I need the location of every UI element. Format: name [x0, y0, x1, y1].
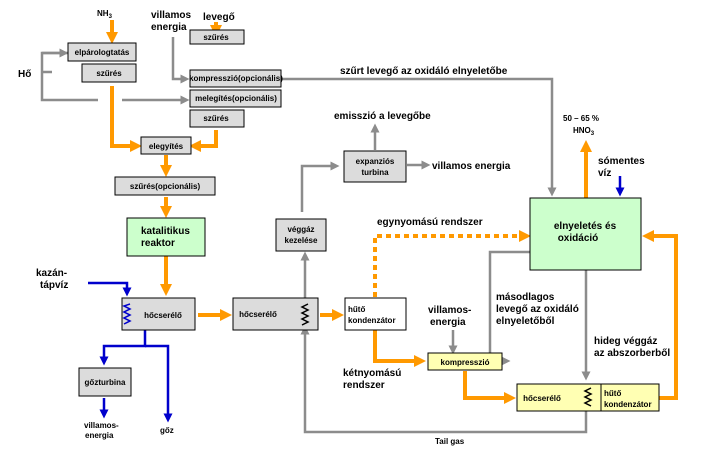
szures-3-label: szűrés: [203, 114, 229, 123]
villamos-komp-1: villamos-: [428, 305, 471, 316]
elnyeletes-label: elnyeletés és: [554, 221, 617, 232]
condenser-to-kompresszio: [373, 330, 426, 367]
hocserelo-2-label: hőcserélő: [239, 310, 277, 319]
villamos-komp-2: energia: [430, 317, 466, 328]
kondenzator-1-label: kondenzátor: [348, 316, 396, 325]
nh3-label: NH3: [97, 9, 113, 20]
villamos-goz-1: villamos-: [84, 421, 119, 430]
emisszio-label: emisszió a levegőbe: [334, 111, 431, 122]
box-hocserelo-2: hőcserélő: [232, 297, 319, 331]
elegyites-label: elegyítés: [149, 142, 184, 151]
gozturbina-label: gőzturbina: [85, 378, 126, 387]
tapviz-label: tápvíz: [40, 280, 68, 291]
expanzios-label: expanziós: [356, 157, 395, 166]
box-szures-nh3: szűrés: [81, 63, 137, 83]
ketnyomasu-2: rendszer: [343, 380, 385, 391]
huto-1-label: hűtő: [348, 305, 365, 314]
huto-2-label: hűtő: [604, 389, 621, 398]
ketnyomasu-1: kétnyomású: [343, 368, 401, 379]
box-elnyeletes-oxidacio: elnyeletés és oxidáció: [529, 197, 642, 271]
box-expanzios-turbina: expanziós turbina: [343, 150, 407, 183]
oxidacio-label: oxidáció: [558, 233, 599, 244]
box-szures-opc: szűrés(opcionális): [114, 176, 216, 196]
masodlagos-label-3: elnyeletőből: [496, 316, 555, 327]
villamos-goz-2: energia: [85, 431, 114, 440]
box-melegites-opc: melegítés(opcionális): [189, 89, 282, 108]
hideg-veggaz-1: hideg véggáz: [594, 336, 657, 347]
veggaz-label: véggáz: [287, 225, 314, 234]
box-veggaz-kezelese: véggáz kezelése: [275, 218, 327, 252]
turbine-power-label: villamos energia: [432, 161, 511, 172]
water-flow-lines: [88, 176, 625, 423]
masodlagos-label-2: levegő az oxidáló: [496, 304, 579, 315]
box-kompresszio-opc: kompresszió(opcionális): [189, 69, 283, 88]
szures-opc-label: szűrés(opcionális): [130, 182, 201, 191]
box-huto-kondenzator-2: hűtő kondenzátor: [600, 383, 660, 412]
coil-icon: [122, 303, 132, 325]
box-elegyites: elegyítés: [140, 136, 192, 155]
filtered-air-line: [281, 77, 557, 197]
melegites-opc-label: melegítés(opcionális): [195, 94, 277, 103]
condenser2-to-absorber: [642, 230, 678, 400]
single-pressure-line: [373, 230, 531, 297]
szures-air-label: szűrés: [203, 33, 229, 42]
kompresszio-2-label: kompresszió: [441, 358, 490, 367]
coil-icon: [583, 387, 593, 407]
nh3-to-elegyites: [110, 86, 142, 152]
box-hocserelo-1: hőcserélő: [121, 297, 196, 331]
tailgas-to-turbine: [300, 161, 340, 212]
szurt-levego-label: szűrt levegő az oxidáló elnyeletőbe: [340, 66, 508, 77]
hocserelo-3-label: hőcserélő: [523, 394, 561, 403]
hideg-veggaz-2: az abszorberből: [594, 348, 670, 359]
box-gozturbina: gőzturbina: [78, 367, 132, 397]
hno3-label: HNO3: [573, 126, 595, 137]
box-szures-3: szűrés: [189, 109, 245, 128]
viz-label: víz: [598, 168, 611, 179]
egynyomasu-label: egynyomású rendszer: [377, 217, 483, 228]
coil-icon: [300, 303, 310, 326]
tail-gas-return: [300, 325, 588, 434]
box-kompresszio-2: kompresszió: [427, 352, 503, 371]
somentes-label: sómentes: [598, 156, 645, 167]
steam-to-turbine: [99, 330, 147, 366]
elparologtatas-label: elpárologtatás: [75, 48, 130, 57]
box-elparologtatas: elpárologtatás: [67, 42, 137, 62]
ho-label: Hő: [18, 69, 31, 80]
kompresszio-to-exchanger3: [463, 371, 516, 404]
villamos-top-2: energia: [151, 22, 187, 33]
box-katalitikus-reaktor: katalitikus reaktor: [126, 217, 206, 257]
box-hocserelo-3: hőcserélő: [516, 383, 602, 412]
box-szures-air: szűrés: [189, 29, 245, 45]
tail-gas-label: Tail gas: [435, 437, 465, 446]
main-flow-lines: [106, 20, 678, 404]
goz-label: gőz: [160, 426, 174, 435]
turbina-label: turbina: [361, 168, 389, 177]
steam-outlet: [145, 344, 173, 423]
power-to-kompresszio: [171, 37, 190, 84]
reaktor-label: reaktor: [141, 238, 175, 249]
masodlagos-label-1: másodlagos: [496, 292, 555, 303]
boiler-feedwater-line: [88, 281, 132, 297]
kazan-label: kazán-: [36, 268, 67, 279]
szures-nh3-label: szűrés: [96, 69, 122, 78]
hno3-percent-label: 50 – 65 %: [563, 114, 599, 123]
villamos-top-1: villamos: [151, 10, 191, 21]
kezelese-label: kezelése: [285, 236, 318, 245]
levego-label: levegő: [203, 12, 235, 23]
katalitikus-label: katalitikus: [141, 226, 190, 237]
kondenzator-2-label: kondenzátor: [604, 400, 652, 409]
box-huto-kondenzator-1: hűtő kondenzátor: [344, 297, 407, 331]
air-to-elegyites: [189, 130, 218, 152]
hocserelo-1-label: hőcserélő: [144, 311, 182, 320]
kompresszio-opc-label: kompresszió(opcionális): [189, 74, 283, 83]
